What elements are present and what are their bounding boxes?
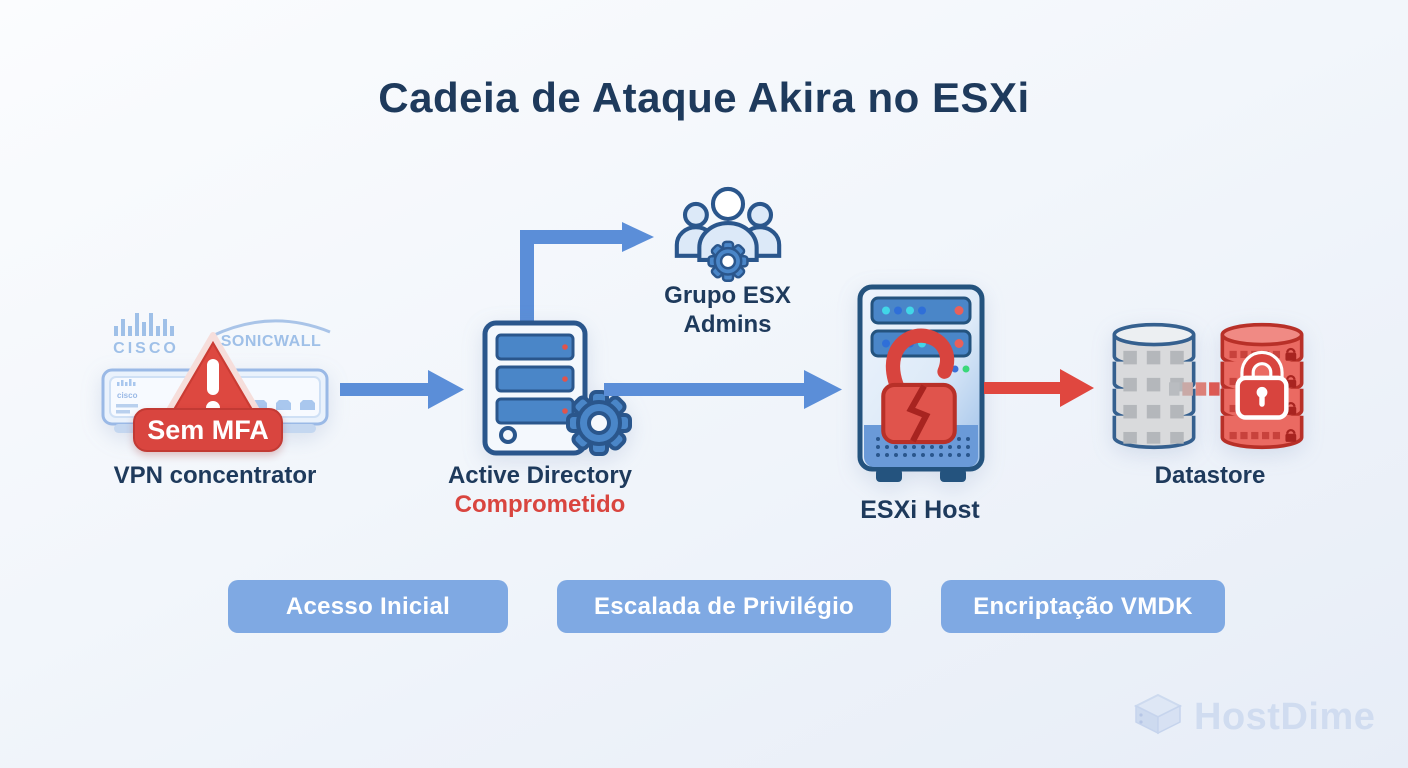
- hostdime-logo-icon: [1133, 693, 1183, 735]
- esx-admins-group-icon: [674, 186, 782, 283]
- gear-icon: [566, 390, 632, 456]
- esx-admins-label: Grupo ESX Admins: [664, 282, 791, 338]
- svg-text:SONICWALL: SONICWALL: [221, 333, 322, 350]
- page-title: Cadeia de Ataque Akira no ESXi: [378, 74, 1030, 121]
- sonicwall-logo: SONICWALL: [211, 319, 331, 350]
- no-mfa-badge: Sem MFA: [133, 408, 283, 452]
- vpn-concentrator-label: VPN concentrator: [113, 462, 317, 489]
- arrow-vpn-to-ad: [340, 370, 464, 409]
- svg-text:cisco: cisco: [117, 391, 138, 400]
- datastore-label: Datastore: [1154, 462, 1266, 489]
- datastore-clean-cylinder-icon: [1112, 322, 1196, 450]
- datastore-encrypted-cylinder-icon: [1220, 322, 1304, 450]
- broken-padlock-icon: [881, 328, 957, 445]
- hostdime-watermark: HostDime: [1132, 690, 1375, 744]
- encrypted-lock-icon: [1235, 350, 1289, 420]
- active-directory-server-icon: [482, 320, 632, 456]
- gear-icon: [707, 240, 749, 283]
- compromised-status-label: Comprometido: [454, 491, 626, 518]
- svg-text:CISCO: CISCO: [113, 340, 179, 356]
- arrow-ad-to-esx-admins: [520, 222, 654, 332]
- hostdime-logo-text: HostDime: [1194, 695, 1376, 738]
- esxi-host-label: ESXi Host: [860, 496, 980, 524]
- stage-initial-access: Acesso Inicial: [228, 580, 508, 633]
- active-directory-label: Active Directory: [447, 462, 633, 489]
- arrow-ad-to-esxi: [604, 370, 842, 409]
- stage-privilege-escalation: Escalada de Privilégio: [557, 580, 891, 633]
- arrow-esxi-to-datastore: [984, 369, 1094, 407]
- cisco-logo: CISCO: [113, 313, 179, 356]
- stage-vmdk-encryption: Encriptação VMDK: [941, 580, 1225, 633]
- mini-lock-icons: [1285, 347, 1297, 442]
